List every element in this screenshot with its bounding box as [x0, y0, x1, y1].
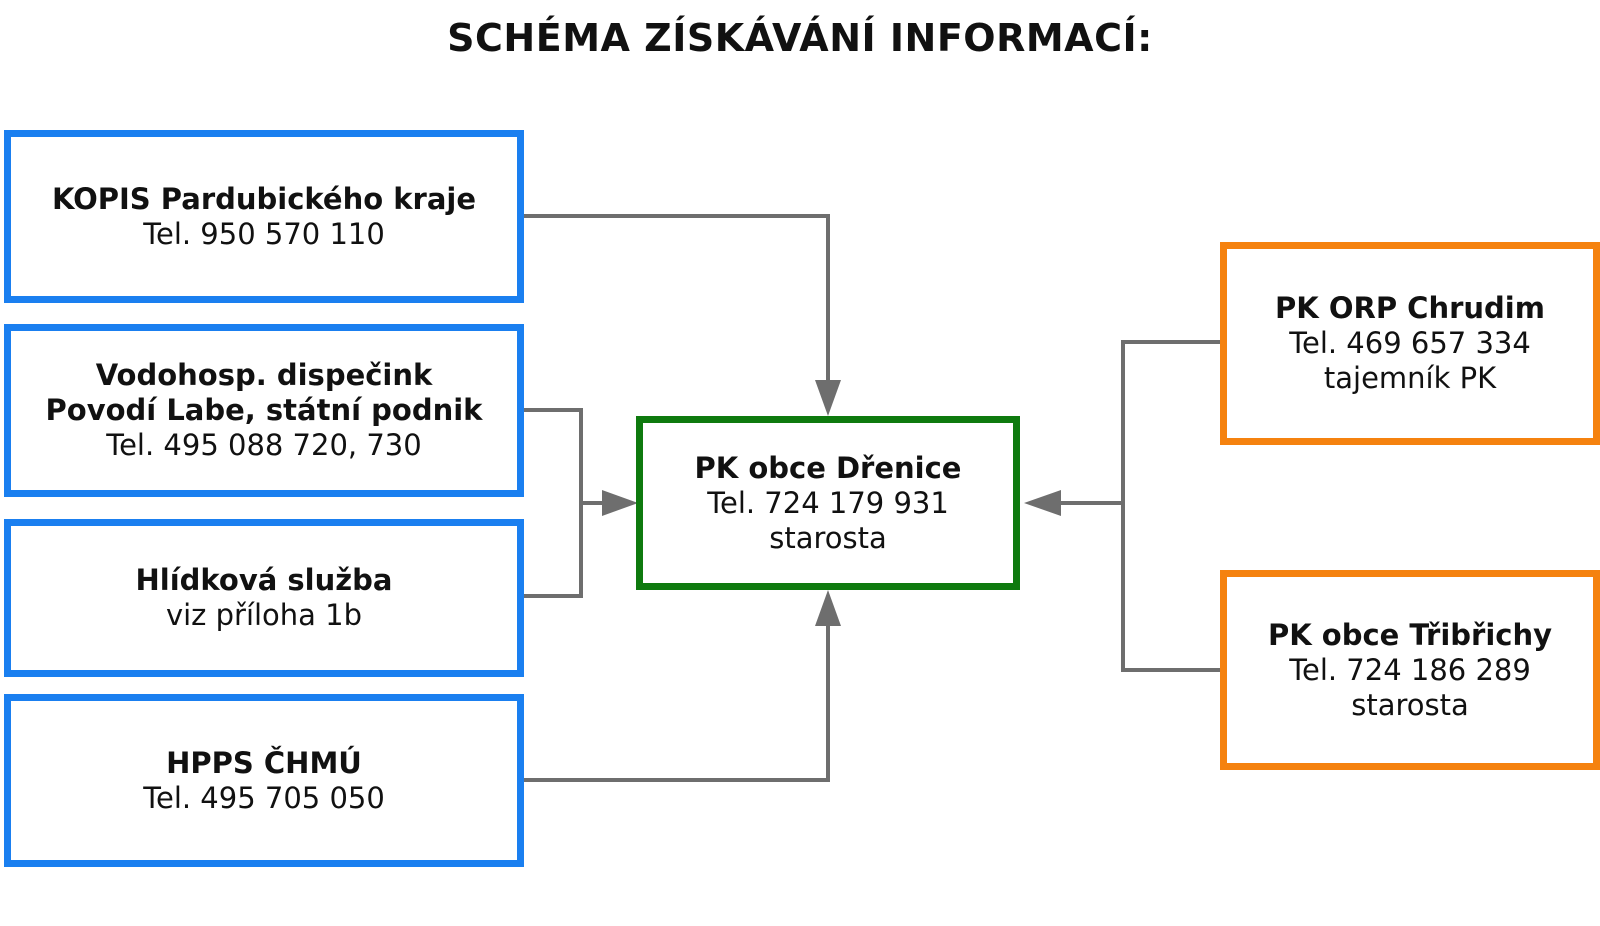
box-povodi-phone: Tel. 495 088 720, 730 [106, 428, 422, 462]
box-center-phone: Tel. 724 179 931 [707, 485, 949, 520]
connector-povodi [514, 408, 583, 503]
arrowhead-bottom [815, 590, 841, 626]
connector-hlidkova [514, 503, 583, 598]
box-chrudim: PK ORP Chrudim Tel. 469 657 334 tajemník… [1220, 242, 1600, 445]
box-hpps-phone: Tel. 495 705 050 [143, 780, 385, 815]
box-chrudim-role: tajemník PK [1323, 361, 1497, 395]
box-center-role: starosta [769, 520, 887, 555]
box-kopis-phone: Tel. 950 570 110 [143, 216, 385, 251]
connector-hpps-to-center [514, 616, 830, 782]
box-tribrichy-name: PK obce Třibřichy [1267, 617, 1553, 652]
box-kopis-name: KOPIS Pardubického kraje [51, 181, 477, 216]
box-hpps: HPPS ČHMÚ Tel. 495 705 050 [4, 694, 524, 867]
box-tribrichy: PK obce Třibřichy Tel. 724 186 289 staro… [1220, 570, 1600, 770]
connector-chrudim [1121, 340, 1222, 503]
box-center-name: PK obce Dřenice [694, 450, 962, 485]
arrowhead-top [815, 380, 841, 416]
arrowhead-right [1024, 490, 1061, 516]
box-povodi-name-2: Povodí Labe, státní podnik [45, 393, 483, 427]
box-hlidkova: Hlídková služba viz příloha 1b [4, 519, 524, 677]
box-tribrichy-phone: Tel. 724 186 289 [1289, 652, 1531, 687]
box-chrudim-phone: Tel. 469 657 334 [1289, 326, 1531, 360]
box-povodi-name-1: Vodohosp. dispečink [95, 358, 433, 392]
box-kopis: KOPIS Pardubického kraje Tel. 950 570 11… [4, 130, 524, 303]
diagram-title: SCHÉMA ZÍSKÁVÁNÍ INFORMACÍ: [447, 16, 1153, 60]
box-chrudim-name: PK ORP Chrudim [1275, 291, 1545, 325]
connector-tribrichy [1121, 503, 1222, 672]
arrowhead-left [602, 490, 638, 516]
connector-kopis-to-center [514, 214, 830, 390]
box-hlidkova-name: Hlídková služba [135, 563, 393, 597]
box-center: PK obce Dřenice Tel. 724 179 931 starost… [636, 416, 1020, 590]
box-hlidkova-note: viz příloha 1b [165, 598, 363, 632]
box-hpps-name: HPPS ČHMÚ [166, 745, 362, 780]
box-povodi: Vodohosp. dispečink Povodí Labe, státní … [4, 324, 524, 497]
box-tribrichy-role: starosta [1351, 687, 1469, 722]
